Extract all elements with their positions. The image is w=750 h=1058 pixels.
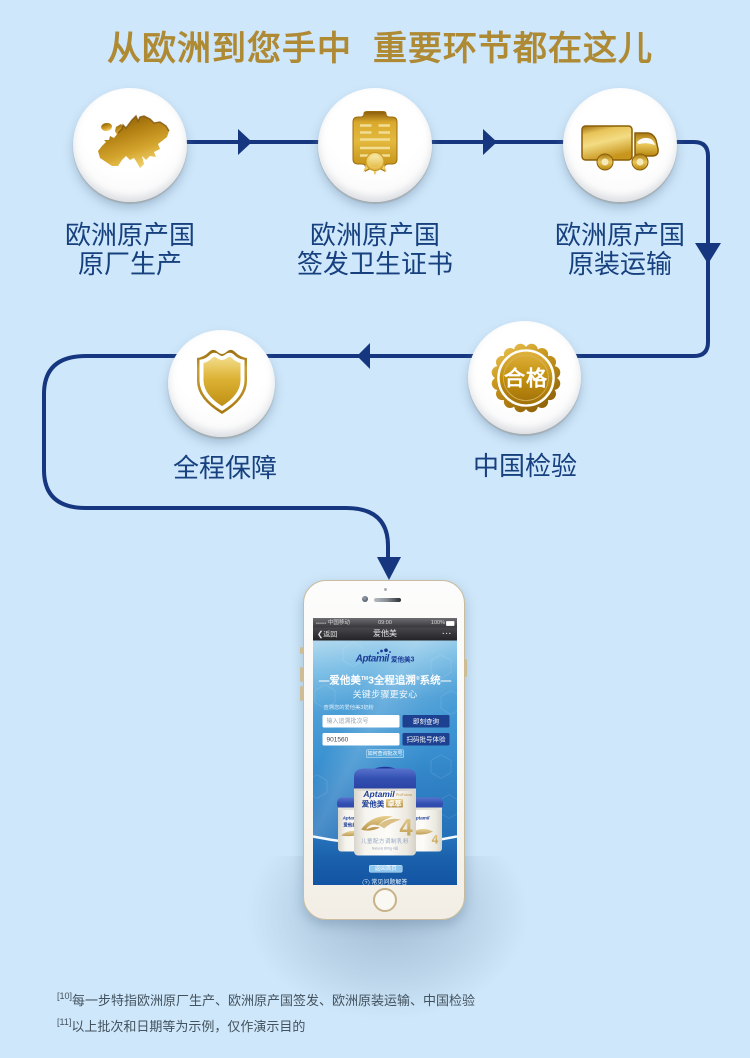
svg-text:卓萃: 卓萃: [388, 799, 402, 808]
svg-text:儿童配方调制乳粉: 儿童配方调制乳粉: [361, 837, 409, 845]
svg-text:Aptamil: Aptamil: [362, 789, 395, 799]
svg-text:4: 4: [399, 815, 413, 842]
svg-text:Natural 800g 4段: Natural 800g 4段: [372, 846, 399, 851]
svg-text:合格: 合格: [504, 367, 548, 391]
svg-text:Aptamil: Aptamil: [412, 816, 431, 821]
svg-text:爱他美: 爱他美: [362, 799, 385, 809]
svg-text:爱他美: 爱他美: [343, 822, 357, 829]
svg-text:Aptamil: Aptamil: [342, 816, 361, 821]
svg-text:4: 4: [432, 833, 439, 847]
svg-text:ProFutura: ProFutura: [396, 793, 412, 797]
